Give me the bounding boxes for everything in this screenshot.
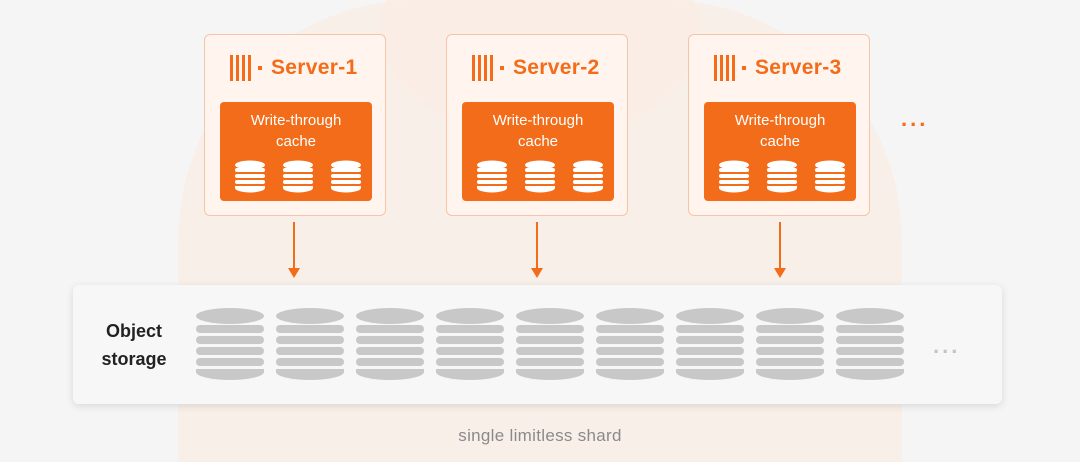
storage-disks [195, 307, 905, 381]
storage-disk-icon [196, 308, 264, 380]
storage-disk-icon [516, 308, 584, 380]
server-card-1: Server-1 Write-through cache [204, 34, 386, 216]
arrow-down-icon [774, 222, 786, 278]
server-card-3: Server-3 Write-through cache [688, 34, 870, 216]
cache-label: Write-through cache [250, 112, 342, 150]
arrow-down-icon [288, 222, 300, 278]
cache-disk-icon [235, 160, 265, 193]
cache-label: Write-through cache [734, 112, 826, 150]
server-name: Server-2 [513, 56, 600, 79]
server-name: Server-1 [271, 56, 358, 79]
cache-disks [718, 160, 846, 194]
object-storage-label: Object storage [101, 321, 167, 369]
storage-disk-icon [836, 308, 904, 380]
shard-caption: single limitless shard [458, 426, 622, 445]
cache-disk-icon [525, 160, 555, 193]
storage-disk-icon [276, 308, 344, 380]
cache-disk-icon [283, 160, 313, 193]
write-through-cache: Write-through cache [462, 102, 614, 201]
server-bars-icon [472, 55, 504, 81]
storage-disk-icon [436, 308, 504, 380]
cache-disks [234, 160, 362, 194]
more-storage-ellipsis: ... [933, 333, 961, 358]
object-storage-panel: Object storage ... [73, 285, 1002, 404]
cache-disks [476, 160, 604, 194]
write-through-cache: Write-through cache [704, 102, 856, 201]
cache-disk-icon [573, 160, 603, 193]
cache-disk-icon [477, 160, 507, 193]
cache-disk-icon [815, 160, 845, 193]
write-through-cache: Write-through cache [220, 102, 372, 201]
cache-disk-icon [767, 160, 797, 193]
more-servers-ellipsis: ... [901, 106, 929, 131]
server-bars-icon [230, 55, 262, 81]
cache-disk-icon [719, 160, 749, 193]
storage-disk-icon [756, 308, 824, 380]
server-bars-icon [714, 55, 746, 81]
server-card-2: Server-2 Write-through cache [446, 34, 628, 216]
server-name: Server-3 [755, 56, 842, 79]
storage-disk-icon [676, 308, 744, 380]
cache-label: Write-through cache [492, 112, 584, 150]
arrow-down-icon [531, 222, 543, 278]
storage-disk-icon [356, 308, 424, 380]
storage-disk-icon [596, 308, 664, 380]
cache-disk-icon [331, 160, 361, 193]
